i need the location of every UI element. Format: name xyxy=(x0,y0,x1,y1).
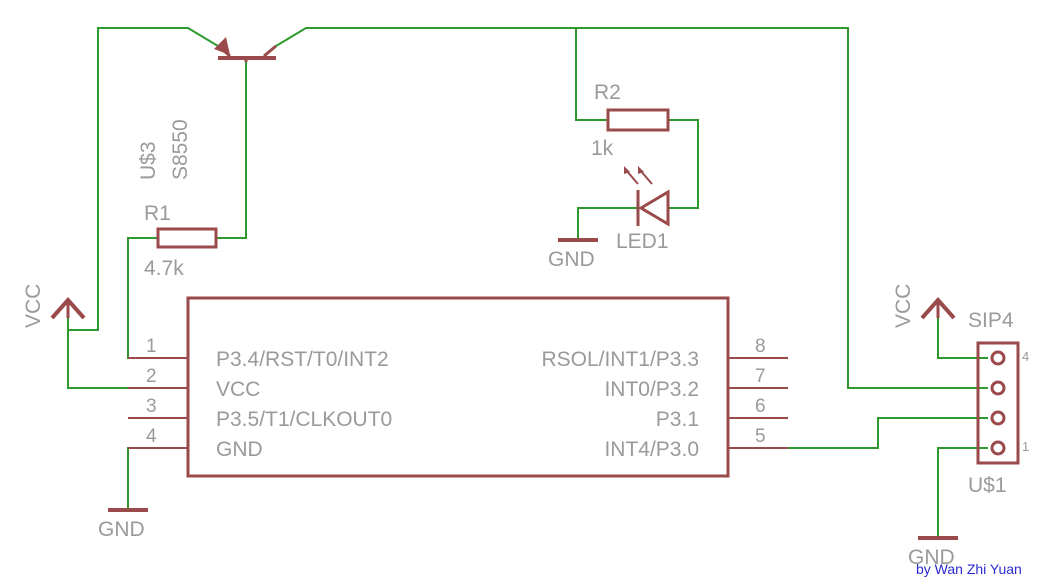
resistor-r2: R2 1k xyxy=(591,81,670,160)
vcc-right-label: VCC xyxy=(892,284,915,328)
ic-pin-label: P3.1 xyxy=(656,408,699,431)
resistor-r1-name: R1 xyxy=(144,202,171,225)
ic-pin-number: 3 xyxy=(146,396,157,417)
author-credit: by Wan Zhi Yuan xyxy=(916,561,1022,577)
wire-r2-to-led xyxy=(668,119,699,209)
connector-pin-1 xyxy=(990,440,1006,456)
wire-pin5-to-connector xyxy=(758,417,988,449)
wire-connector-pin4-vcc xyxy=(937,318,988,359)
ic-pin-number: 1 xyxy=(146,336,157,357)
transistor-name: U$3 xyxy=(137,141,160,180)
led-light-rays-icon xyxy=(624,166,653,185)
vcc-symbol-right: VCC xyxy=(892,284,956,328)
connector-pin-top-number: 4 xyxy=(1022,349,1029,364)
ic-pin-label: P3.5/T1/CLKOUT0 xyxy=(216,408,392,431)
transistor-collector-leg xyxy=(263,44,277,58)
wire-base-to-r1 xyxy=(216,62,247,239)
ic-pin-label: INT4/P3.0 xyxy=(604,438,699,461)
ic-chip: 1 2 3 4 P3.4/RST/T0/INT2 VCC P3.5/T1/CLK… xyxy=(128,296,788,478)
wires xyxy=(67,27,988,538)
wire-vcc-to-emitter xyxy=(68,27,219,331)
ic-pin-number: 7 xyxy=(755,366,766,387)
wire-vcc-to-pin2 xyxy=(67,318,158,389)
gnd-symbol-connector: GND xyxy=(908,536,958,569)
resistor-r1-body xyxy=(156,227,218,249)
resistor-r2-body xyxy=(606,108,670,132)
resistor-r2-name: R2 xyxy=(594,81,621,104)
transistor-value: S8550 xyxy=(169,119,192,180)
ic-pin-number: 5 xyxy=(755,426,766,447)
ic-pin-label: P3.4/RST/T0/INT2 xyxy=(216,348,389,371)
gnd-led-label: GND xyxy=(548,248,595,271)
resistor-r1-value: 4.7k xyxy=(144,257,184,280)
connector-pin-4 xyxy=(990,350,1006,366)
transistor-u3: U$3 S8550 xyxy=(137,37,277,180)
wire-collector-bus xyxy=(275,27,988,389)
gnd-ic-label: GND xyxy=(98,518,145,541)
led1: LED1 xyxy=(616,166,670,253)
transistor-arrow-icon xyxy=(214,37,230,55)
vcc-symbol-left: VCC xyxy=(22,284,86,328)
wire-led-to-gnd xyxy=(577,207,638,240)
connector-sip4: SIP4 4 1 U$1 xyxy=(968,309,1029,497)
led-triangle-icon xyxy=(638,189,670,227)
connector-pin-3 xyxy=(990,380,1006,396)
ic-pin-number: 2 xyxy=(146,366,157,387)
wire-connector-pin1-gnd xyxy=(937,447,988,538)
ic-pin-label: RSOL/INT1/P3.3 xyxy=(541,348,699,371)
ic-pin-number: 6 xyxy=(755,396,766,417)
ic-pin-label: VCC xyxy=(216,378,260,401)
connector-pin-bottom-number: 1 xyxy=(1022,439,1029,454)
resistor-r1: R1 4.7k xyxy=(144,202,218,280)
ic-pin-label: INT0/P3.2 xyxy=(604,378,699,401)
connector-pin-2 xyxy=(990,410,1006,426)
gnd-symbol-led: GND xyxy=(548,238,598,271)
led-name: LED1 xyxy=(616,230,669,253)
wire-r2-feed xyxy=(575,28,608,121)
gnd-symbol-ic: GND xyxy=(98,508,148,541)
gnd-connector-label: GND xyxy=(908,546,955,569)
ic-pin-number: 8 xyxy=(755,336,766,357)
connector-body xyxy=(976,341,1020,465)
resistor-r2-value: 1k xyxy=(591,137,614,160)
wire-pin4-to-gnd xyxy=(127,447,158,510)
connector-type: SIP4 xyxy=(968,309,1014,332)
vcc-left-label: VCC xyxy=(22,284,45,328)
ic-pin-number: 4 xyxy=(146,426,157,447)
ic-pin-label: GND xyxy=(216,438,263,461)
connector-name: U$1 xyxy=(968,474,1007,497)
